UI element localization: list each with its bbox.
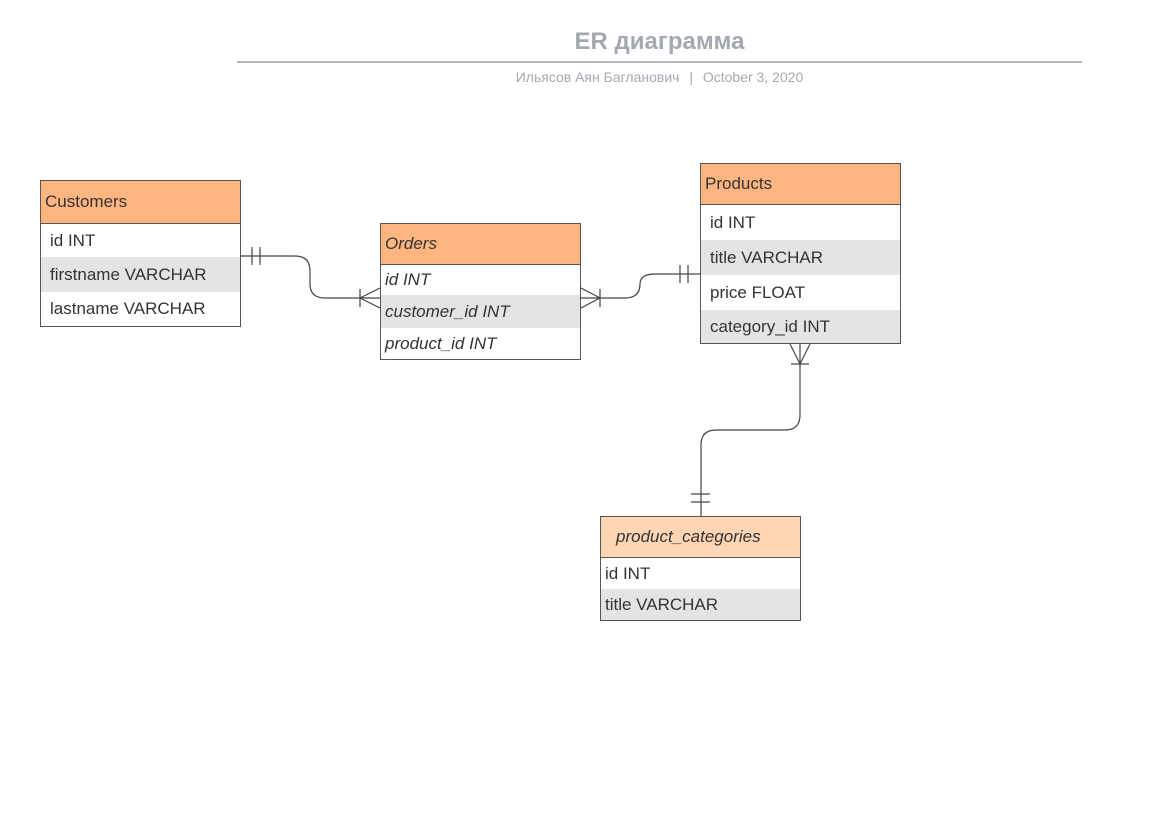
subtitle-separator: | [689, 69, 693, 85]
entity-header-products[interactable]: Products [701, 164, 900, 205]
crow-foot-orders-right-b [580, 297, 601, 309]
connector-orders-products[interactable] [581, 273, 700, 299]
diagram-date: October 3, 2020 [702, 69, 804, 85]
entity-product-categories[interactable]: product_categories id INT title VARCHAR [600, 516, 801, 621]
author-name: Ильясов Аян Багланович [515, 69, 680, 85]
field-customers-lastname[interactable]: lastname VARCHAR [50, 299, 206, 318]
entity-title-customers: Customers [45, 192, 128, 211]
entity-header-customers[interactable]: Customers [41, 181, 240, 224]
crow-foot-orders-right-a [580, 287, 601, 299]
entity-header-product-categories[interactable]: product_categories [601, 517, 800, 558]
field-orders-product-id[interactable]: product_id INT [385, 333, 497, 353]
crow-foot-products-a [789, 343, 801, 365]
entity-orders[interactable]: Orders id INT customer_id INT product_id… [380, 223, 581, 360]
field-products-id[interactable]: id INT [710, 212, 756, 232]
entity-title-orders: Orders [385, 234, 437, 253]
entity-title-products: Products [705, 174, 773, 193]
crow-foot-orders-left-a [359, 287, 381, 299]
field-products-title[interactable]: title VARCHAR [701, 240, 900, 275]
field-products-category-id[interactable]: category_id INT [701, 310, 900, 343]
entity-customers[interactable]: Customers id INT firstname VARCHAR lastn… [40, 180, 241, 327]
diagram-title: ER диаграмма [574, 28, 745, 55]
field-products-price[interactable]: price FLOAT [710, 282, 806, 302]
field-customers-firstname[interactable]: firstname VARCHAR [41, 257, 240, 292]
title-divider [237, 61, 1082, 63]
entity-products[interactable]: Products id INT title VARCHAR price FLOA… [700, 163, 901, 344]
crow-foot-orders-left-b [359, 297, 381, 309]
field-orders-customer-id[interactable]: customer_id INT [381, 295, 580, 328]
field-orders-id[interactable]: id INT [385, 270, 431, 289]
entity-header-orders[interactable]: Orders [381, 224, 580, 265]
connector-products-categories[interactable] [700, 344, 801, 516]
crow-foot-products-b [799, 343, 811, 365]
connector-customers-orders[interactable] [241, 255, 380, 299]
entity-title-product-categories: product_categories [616, 527, 761, 546]
field-customers-id[interactable]: id INT [50, 230, 96, 250]
field-product-categories-id[interactable]: id INT [605, 563, 651, 583]
diagram-subtitle: Ильясов Аян Багланович | October 3, 2020 [237, 69, 1082, 85]
field-product-categories-title[interactable]: title VARCHAR [601, 589, 800, 620]
